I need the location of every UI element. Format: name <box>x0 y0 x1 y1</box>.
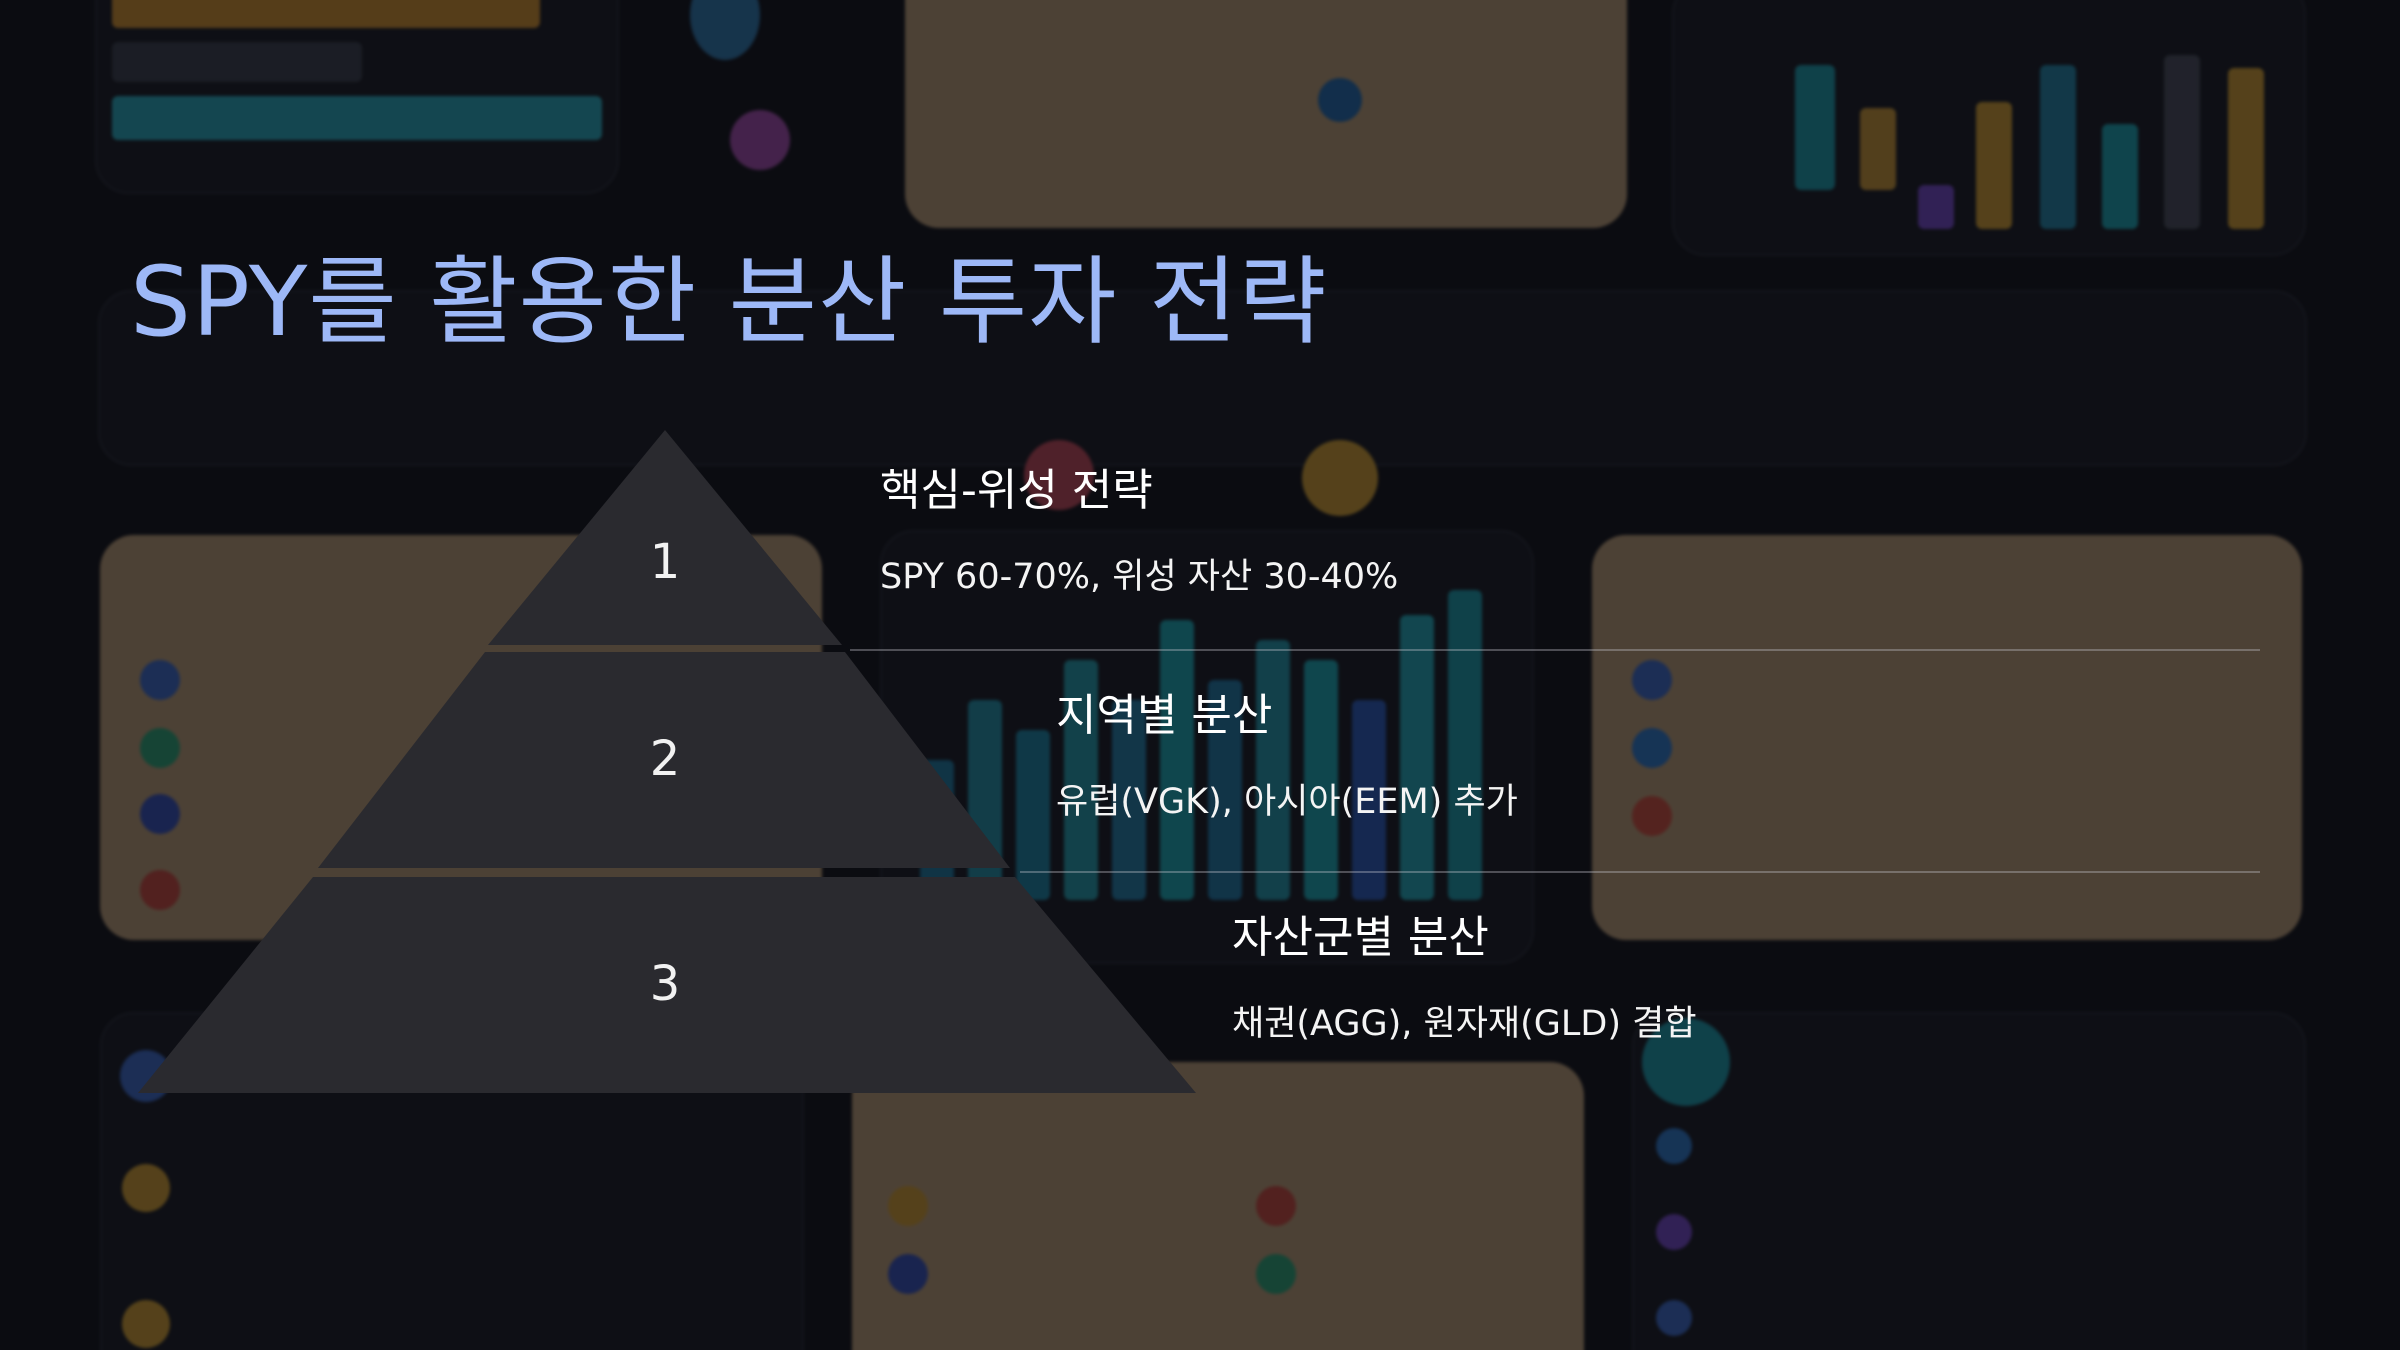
level-1-divider <box>850 649 2260 651</box>
level-2-title: 지역별 분산 <box>1056 690 1273 741</box>
level-2-description: 유럽(VGK), 아시아(EEM) 추가 <box>1056 781 1518 822</box>
pyramid-tier-2 <box>318 652 1010 868</box>
tier-number-3: 3 <box>650 956 681 1012</box>
level-3-description: 채권(AGG), 원자재(GLD) 결합 <box>1232 1003 1697 1044</box>
tier-number-2: 2 <box>650 731 681 787</box>
slide-title: SPY를 활용한 분산 투자 전략 <box>130 246 1328 358</box>
level-1-title: 핵심-위성 전략 <box>880 465 1153 516</box>
pyramid-tier-3 <box>138 877 1196 1093</box>
level-1: 핵심-위성 전략 SPY 60-70%, 위성 자산 30-40% <box>880 465 1398 598</box>
level-3-title: 자산군별 분산 <box>1232 912 1489 963</box>
tier-number-1: 1 <box>650 534 681 590</box>
level-2: 지역별 분산 유럽(VGK), 아시아(EEM) 추가 <box>1056 690 1518 823</box>
pyramid-tier-1 <box>488 430 842 645</box>
level-1-description: SPY 60-70%, 위성 자산 30-40% <box>880 556 1399 597</box>
level-2-divider <box>1020 871 2260 873</box>
level-3: 자산군별 분산 채권(AGG), 원자재(GLD) 결합 <box>1232 912 1697 1045</box>
